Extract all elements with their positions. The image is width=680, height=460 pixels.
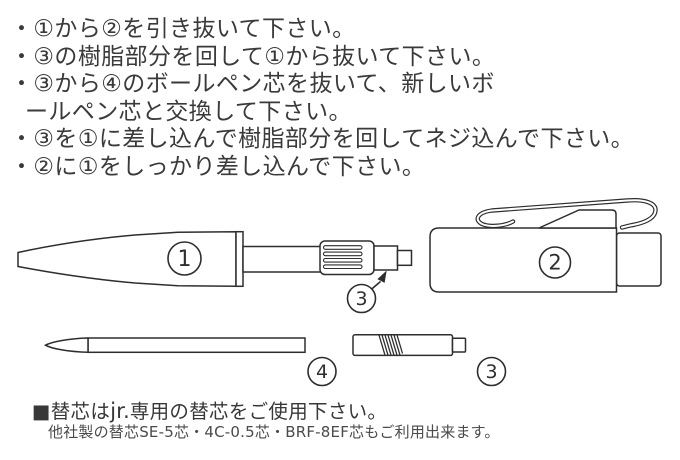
instruction-line: ・①から②を引き抜いて下さい。 [10,16,356,42]
instruction-line-continuation: ールペン芯と交換して下さい。 [25,98,352,125]
part1-label: 1 [178,247,192,272]
instruction-list: ・①から②を引き抜いて下さい。 ・③の樹脂部分を回して①から抜いて下さい。 ・③… [10,16,634,182]
part4-label-circle [307,356,337,387]
part3-callout: 3 [346,270,387,314]
instruction-line: ・③の樹脂部分を回して①から抜いて下さい。 [10,43,496,70]
thread-hatching [378,334,404,356]
part2-cap: 2 [429,198,662,293]
part3-label: 3 [485,361,497,383]
part3-label: 3 [355,288,367,310]
part3-label-circle [476,356,507,387]
brand-name: jr. [110,399,130,424]
part4-label: 4 [316,361,328,383]
part3-label-circle [346,283,377,314]
instruction-line: ・③を①に差し込んで樹脂部分を回してネジ込んで下さい。 [10,126,635,153]
part4-refill: 4 [44,337,337,387]
instruction-line: ・②に①をしっかり差し込んで下さい。 [10,153,426,180]
instruction-line: ・③から④のボールペン芯を抜いて、新しいボ [10,71,495,98]
refill-note: ■替芯はjr.専用の替芯をご使用下さい。 [32,395,387,424]
part3-attached-connector [373,245,399,271]
part2-label: 2 [548,251,561,275]
part3-connector: 3 [352,334,507,387]
part1-front-barrel: 1 [17,230,413,288]
refill-note-suffix: 専用の替芯をご使用下さい。 [129,400,388,423]
compatible-refills-note: 他社製の替芯SE-5芯・4C-0.5芯・BRF-8EF芯もご利用出来ます。 [48,423,500,441]
part2-label-circle [538,246,572,279]
refill-note-prefix: ■替芯は [32,400,111,423]
part1-label-circle [167,241,202,276]
clip-mount [538,209,617,229]
